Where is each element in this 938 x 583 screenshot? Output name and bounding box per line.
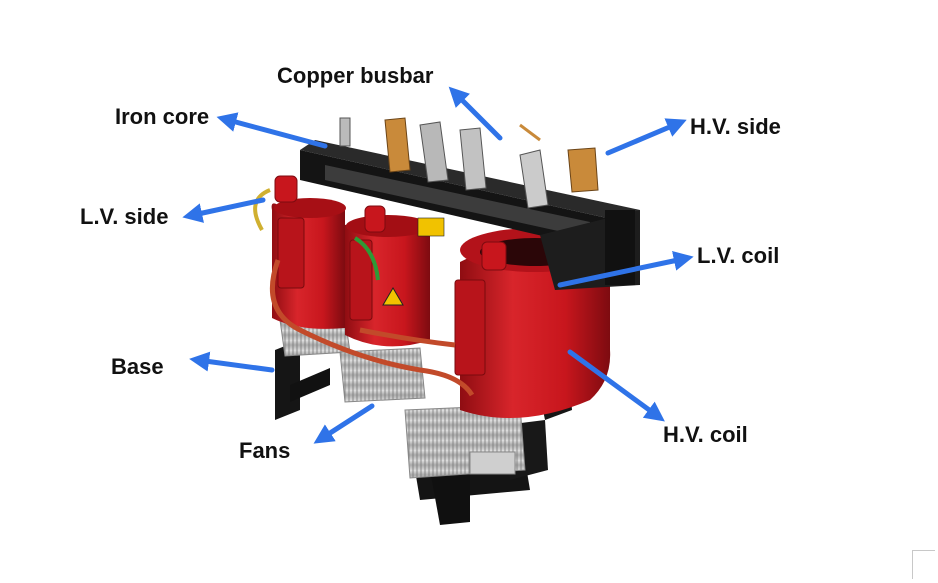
arrow-lv-side <box>182 197 266 223</box>
arrow-lv-coil <box>557 251 694 288</box>
arrow-copper-busbar <box>448 86 503 141</box>
label-iron-core: Iron core <box>115 104 210 129</box>
label-base: Base <box>111 354 164 379</box>
corner-bracket <box>912 550 935 579</box>
label-lv-coil: L.V. coil <box>697 243 780 268</box>
arrow-hv-side <box>605 118 687 156</box>
insulators <box>274 175 507 271</box>
arrow-iron-core <box>216 112 328 149</box>
cables <box>253 188 475 397</box>
copper-busbar <box>339 117 599 209</box>
arrow-hv-coil <box>567 349 665 422</box>
label-hv-coil: H.V. coil <box>663 422 748 447</box>
label-lv-side: L.V. side <box>80 204 169 229</box>
label-fans: Fans <box>239 438 291 463</box>
label-hv-side: H.V. side <box>690 114 781 139</box>
label-copper-busbar: Copper busbar <box>277 63 434 88</box>
arrow-fans <box>313 403 375 444</box>
arrows <box>182 86 694 444</box>
arrow-base <box>189 351 275 373</box>
